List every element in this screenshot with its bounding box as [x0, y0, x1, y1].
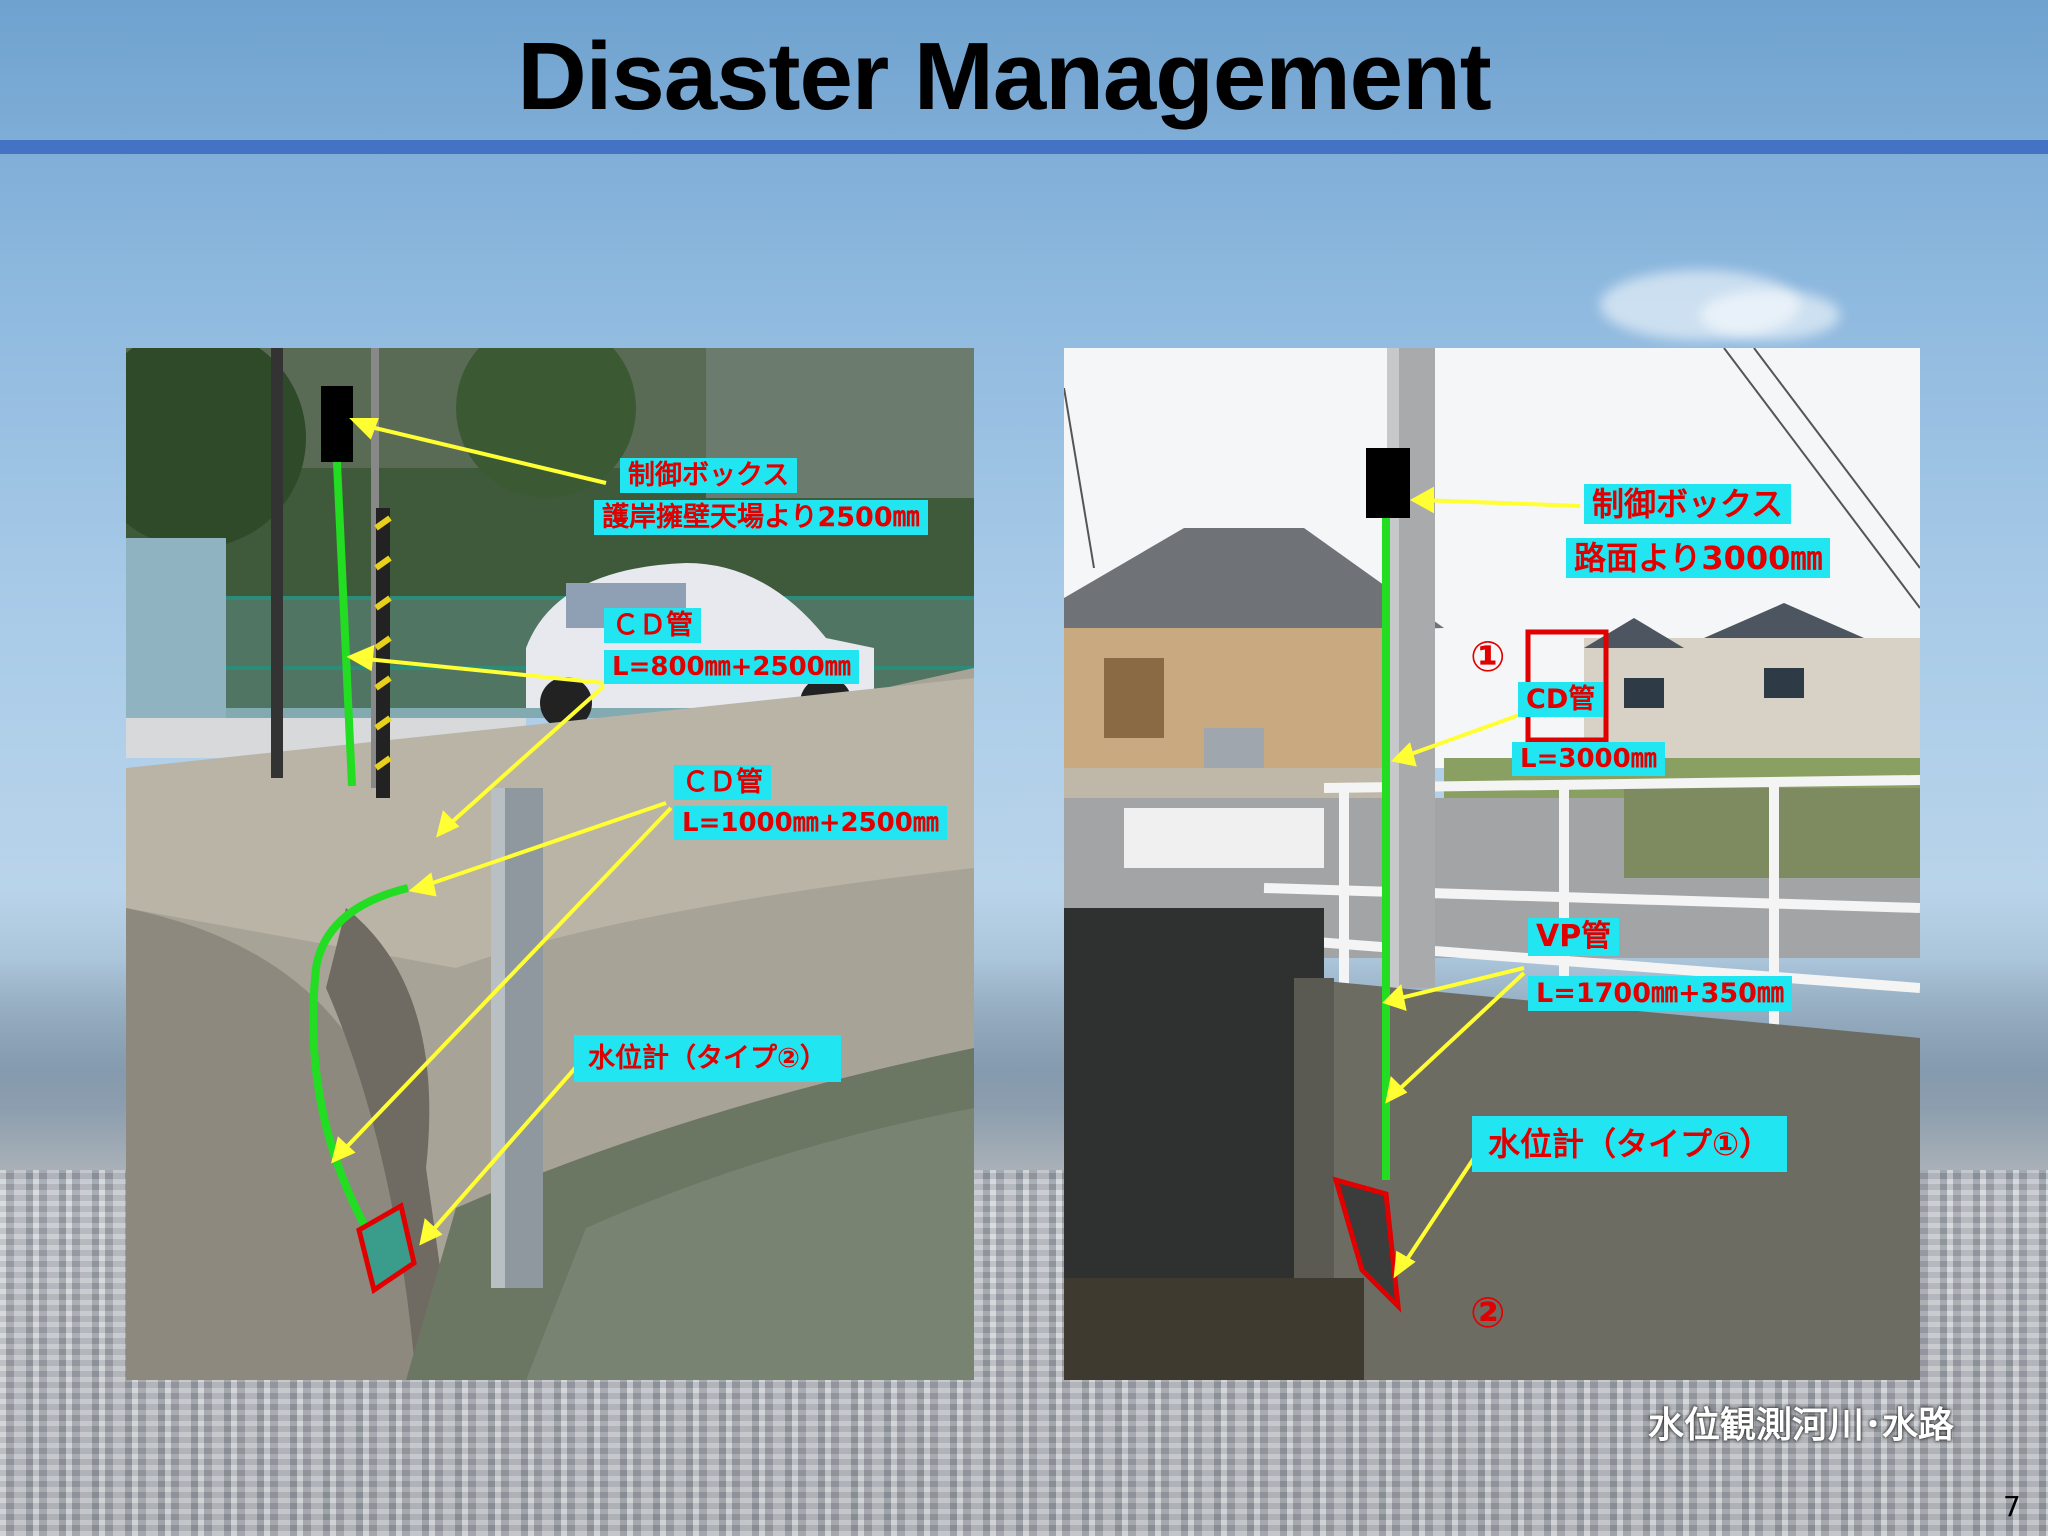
left-cd-pipe-upper [333, 461, 356, 787]
left-cd-pipe-a-label-1: ＣＤ管 [604, 608, 701, 643]
right-photo: 制御ボックス 路面より3000㎜ CD管 L=3000㎜ VP管 L=1700㎜… [1064, 348, 1920, 1380]
left-cd-pipe-b-label-1: ＣＤ管 [674, 765, 771, 800]
left-control-box-label-1: 制御ボックス [620, 458, 798, 493]
left-cd-pipe-lower [309, 884, 409, 1232]
left-photo-scene [126, 348, 974, 1380]
right-cd-pipe-label-1: CD管 [1518, 682, 1604, 717]
left-cd-pipe-b-label-2: L=1000㎜+2500㎜ [674, 806, 947, 840]
right-marker-1: ① [1470, 632, 1506, 681]
right-control-box-label-2: 路面より3000㎜ [1566, 538, 1831, 578]
background-cloud [1700, 290, 1840, 340]
right-marker-2: ② [1470, 1288, 1506, 1337]
right-vp-pipe-label-1: VP管 [1528, 918, 1620, 956]
right-cd-pipe-label-2: L=3000㎜ [1512, 742, 1665, 776]
right-vp-pipe-label-2: L=1700㎜+350㎜ [1528, 976, 1792, 1011]
page-title: Disaster Management [517, 23, 1491, 130]
right-control-box-label-1: 制御ボックス [1584, 484, 1792, 524]
left-control-box-label-2: 護岸擁壁天場より2500㎜ [594, 500, 928, 535]
footer-note: 水位観測河川･水路 [1648, 1405, 1955, 1446]
right-photo-scene [1064, 348, 1920, 1380]
title-rule [0, 140, 2048, 154]
left-cd-pipe-a-label-2: L=800㎜+2500㎜ [604, 650, 859, 684]
left-control-box [321, 386, 353, 462]
right-water-gauge-label: 水位計（タイプ①） [1472, 1116, 1788, 1172]
right-water-gauge [1332, 1176, 1402, 1313]
left-water-gauge-label: 水位計（タイプ②） [574, 1035, 841, 1082]
right-control-box [1366, 448, 1410, 518]
left-water-gauge [356, 1202, 417, 1295]
page-number: 7 [2003, 1490, 2021, 1523]
left-photo: 制御ボックス 護岸擁壁天場より2500㎜ ＣＤ管 L=800㎜+2500㎜ ＣＤ… [126, 348, 974, 1380]
